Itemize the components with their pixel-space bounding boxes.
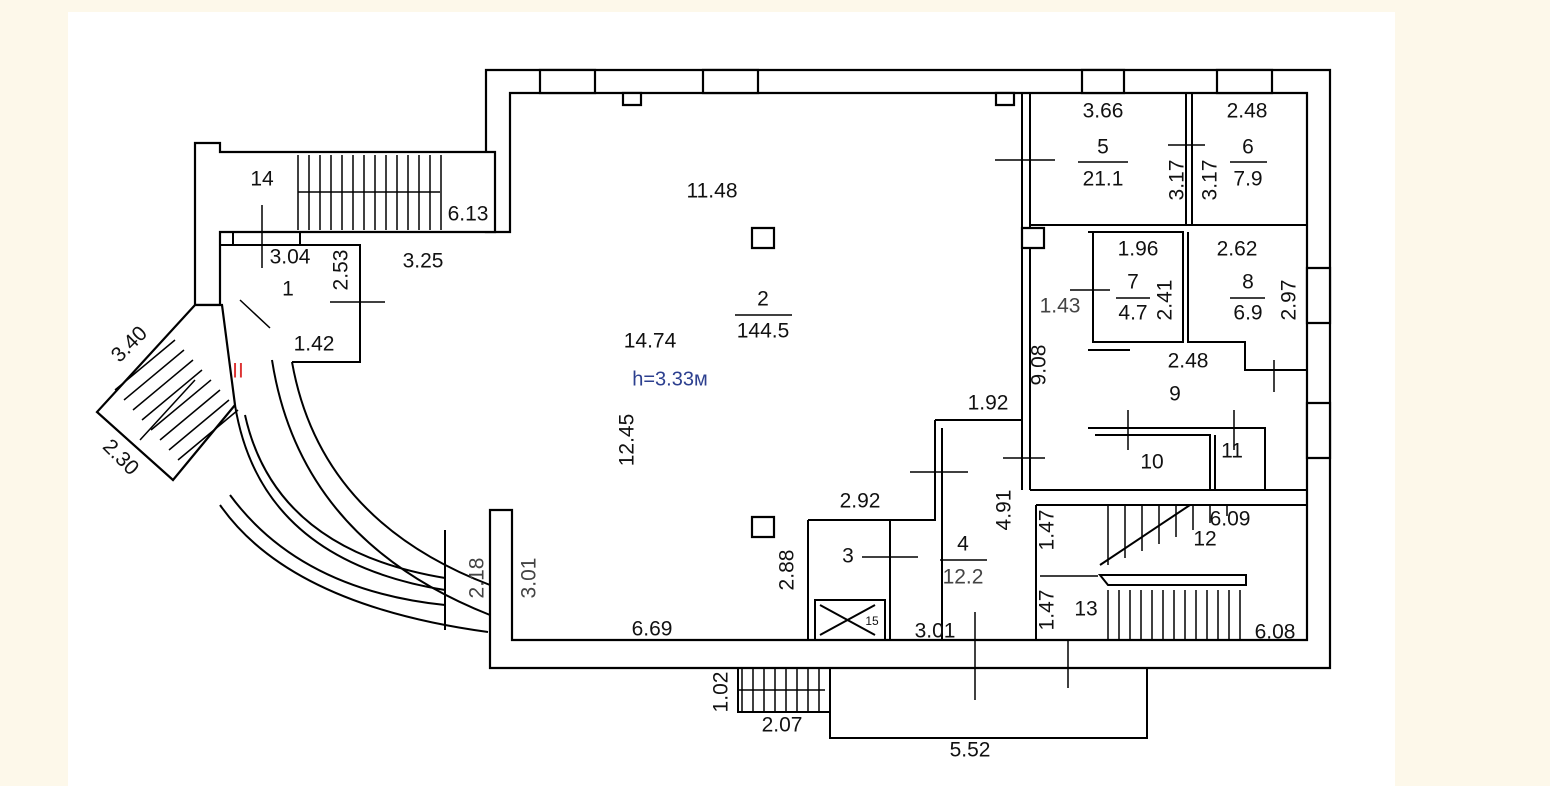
room-6-height: 3.17: [1199, 160, 1222, 201]
room-10-number: 10: [1140, 451, 1163, 474]
dim-2-18: 2.18: [466, 558, 489, 599]
room-6-width: 2.48: [1227, 100, 1268, 123]
room-7-number: 7: [1127, 271, 1139, 294]
room-8-number: 8: [1242, 271, 1254, 294]
room-7-height: 2.41: [1154, 280, 1177, 321]
stair-tread: [150, 379, 212, 431]
room-2-area: 144.5: [737, 320, 790, 343]
stair-tread: [139, 379, 196, 441]
stair-tread: [114, 339, 176, 391]
room-5-height: 3.17: [1166, 160, 1189, 201]
room-8-area: 6.9: [1233, 302, 1262, 325]
room-12-width: 1.47: [1036, 510, 1059, 551]
room-12-length: 6.09: [1210, 508, 1251, 531]
stair-tread: [177, 409, 239, 461]
room-14-number: 14: [250, 168, 274, 191]
room-2-number: 2: [757, 288, 769, 311]
dim-3-01-left: 3.01: [518, 558, 541, 599]
room-8-height: 2.97: [1278, 280, 1301, 321]
dim-2-92: 2.92: [840, 490, 881, 513]
room-13-width: 1.47: [1036, 590, 1059, 631]
room-5-number: 5: [1097, 136, 1109, 159]
room-6-area: 7.9: [1233, 168, 1262, 191]
room-9-width: 2.48: [1168, 350, 1209, 373]
room-11-number: 11: [1221, 440, 1243, 463]
stair-treads: [114, 155, 1241, 712]
dim-1-43: 1.43: [1040, 295, 1081, 318]
room-9-height: 9.08: [1028, 345, 1051, 386]
room-8-width: 2.62: [1217, 238, 1258, 261]
room-4-area: 12.2: [943, 566, 984, 589]
room-6-number: 6: [1242, 136, 1254, 159]
door-marks: [239, 144, 1275, 700]
room-2-depth: 14.74: [624, 330, 677, 353]
dim-3-25: 3.25: [403, 250, 444, 273]
room-5-width: 3.66: [1083, 100, 1124, 123]
dim-1-42: 1.42: [294, 333, 335, 356]
stair-tread: [123, 349, 185, 401]
room-2-width: 11.48: [687, 180, 738, 203]
dim-3-04: 3.04: [270, 246, 311, 269]
room-13-length: 6.08: [1255, 621, 1296, 644]
entrance-label: II: [232, 360, 244, 383]
stair-tread: [159, 389, 221, 441]
room-4-height: 4.91: [993, 490, 1016, 531]
dim-1-92: 1.92: [968, 392, 1009, 415]
dim-1-02: 1.02: [710, 672, 733, 713]
room-3-number: 3: [842, 545, 854, 568]
room-2-side: 12.45: [616, 414, 639, 467]
room-4-number: 4: [957, 533, 969, 556]
dim-2-88: 2.88: [776, 550, 799, 591]
room-9-number: 9: [1169, 383, 1181, 406]
room-13-number: 13: [1074, 598, 1097, 621]
stair-tread: [168, 399, 230, 451]
stair-tread: [141, 369, 203, 421]
ceiling-height: h=3.33м: [632, 368, 707, 390]
room-12-number: 12: [1193, 528, 1216, 551]
dim-6-69: 6.69: [632, 618, 673, 641]
dim-5-52: 5.52: [950, 739, 991, 762]
stair-tread: [132, 359, 194, 411]
room-15-number: 15: [865, 614, 879, 628]
room-14-length: 6.13: [448, 203, 489, 226]
room-4-width: 3.01: [915, 620, 956, 643]
dim-2-07: 2.07: [762, 714, 803, 737]
room-7-area: 4.7: [1118, 302, 1147, 325]
walls: [95, 68, 1332, 739]
room-7-width: 1.96: [1118, 238, 1159, 261]
dim-2-53: 2.53: [330, 250, 353, 291]
room-5-area: 21.1: [1083, 168, 1124, 191]
room-1-number: 1: [282, 278, 294, 301]
